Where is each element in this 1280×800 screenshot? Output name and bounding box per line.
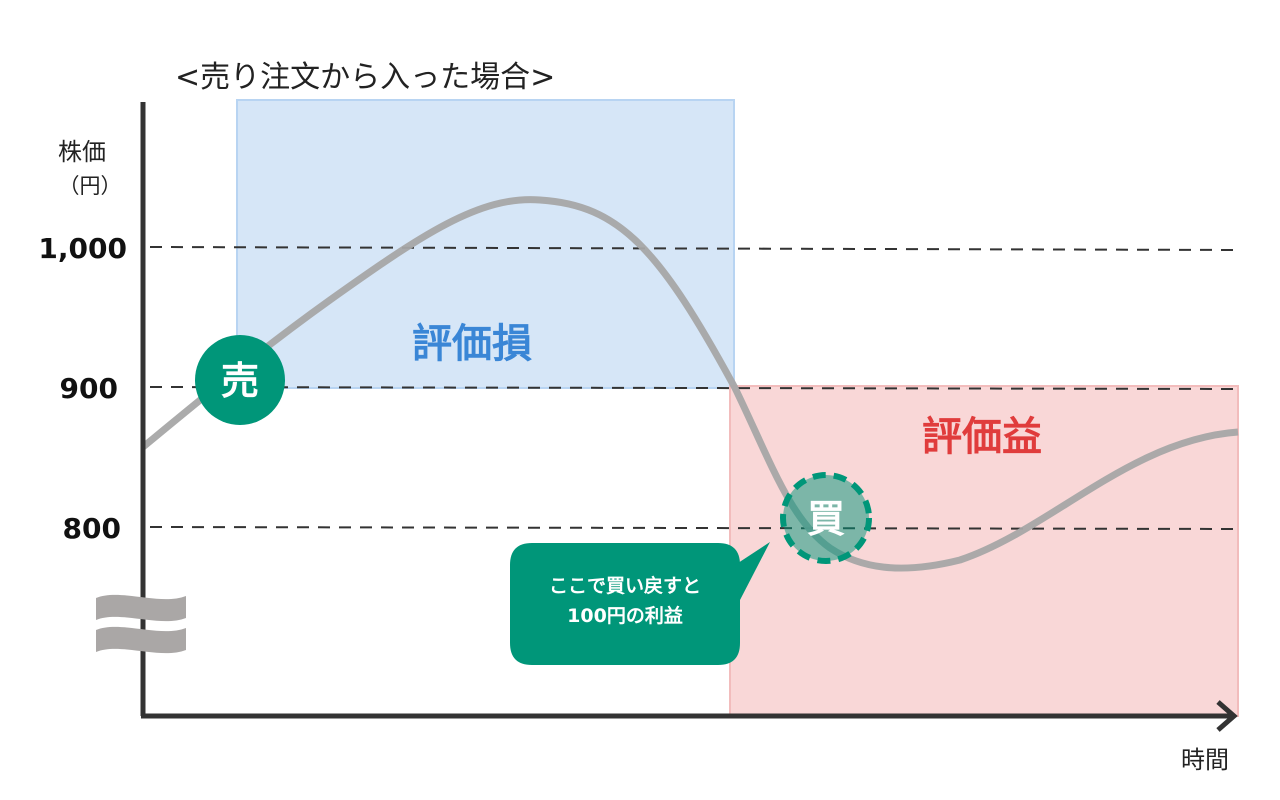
axis-break-icon [96,594,186,654]
y-axis-unit: （円） [59,174,122,198]
tick-800: 800 [63,512,121,545]
buy-marker-label: 買 [807,497,845,541]
buy-marker [780,472,872,564]
sell-marker [195,335,285,425]
sell-marker-label: 売 [221,359,259,403]
gridline-800 [149,526,1239,530]
diagram-title: <売り注文から入った場合> [175,60,555,95]
loss-label: 評価損 [412,321,532,367]
y-axis-label: 株価 [58,138,106,166]
tick-900: 900 [60,372,118,405]
gridline-1000 [149,246,1239,251]
gridline-900 [149,386,1239,390]
gain-label: 評価益 [922,414,1042,460]
loss-zone [236,99,735,389]
callout-line2: 100円の利益 [567,604,683,627]
profit-callout: ここで買い戻すと 100円の利益 [510,542,770,665]
x-axis-label: 時間 [1181,746,1229,774]
price-curve [140,196,1239,572]
x-axis-arrow-icon [1216,700,1238,732]
tick-1000: 1,000 [38,232,127,265]
callout-line1: ここで買い戻すと [549,574,701,597]
